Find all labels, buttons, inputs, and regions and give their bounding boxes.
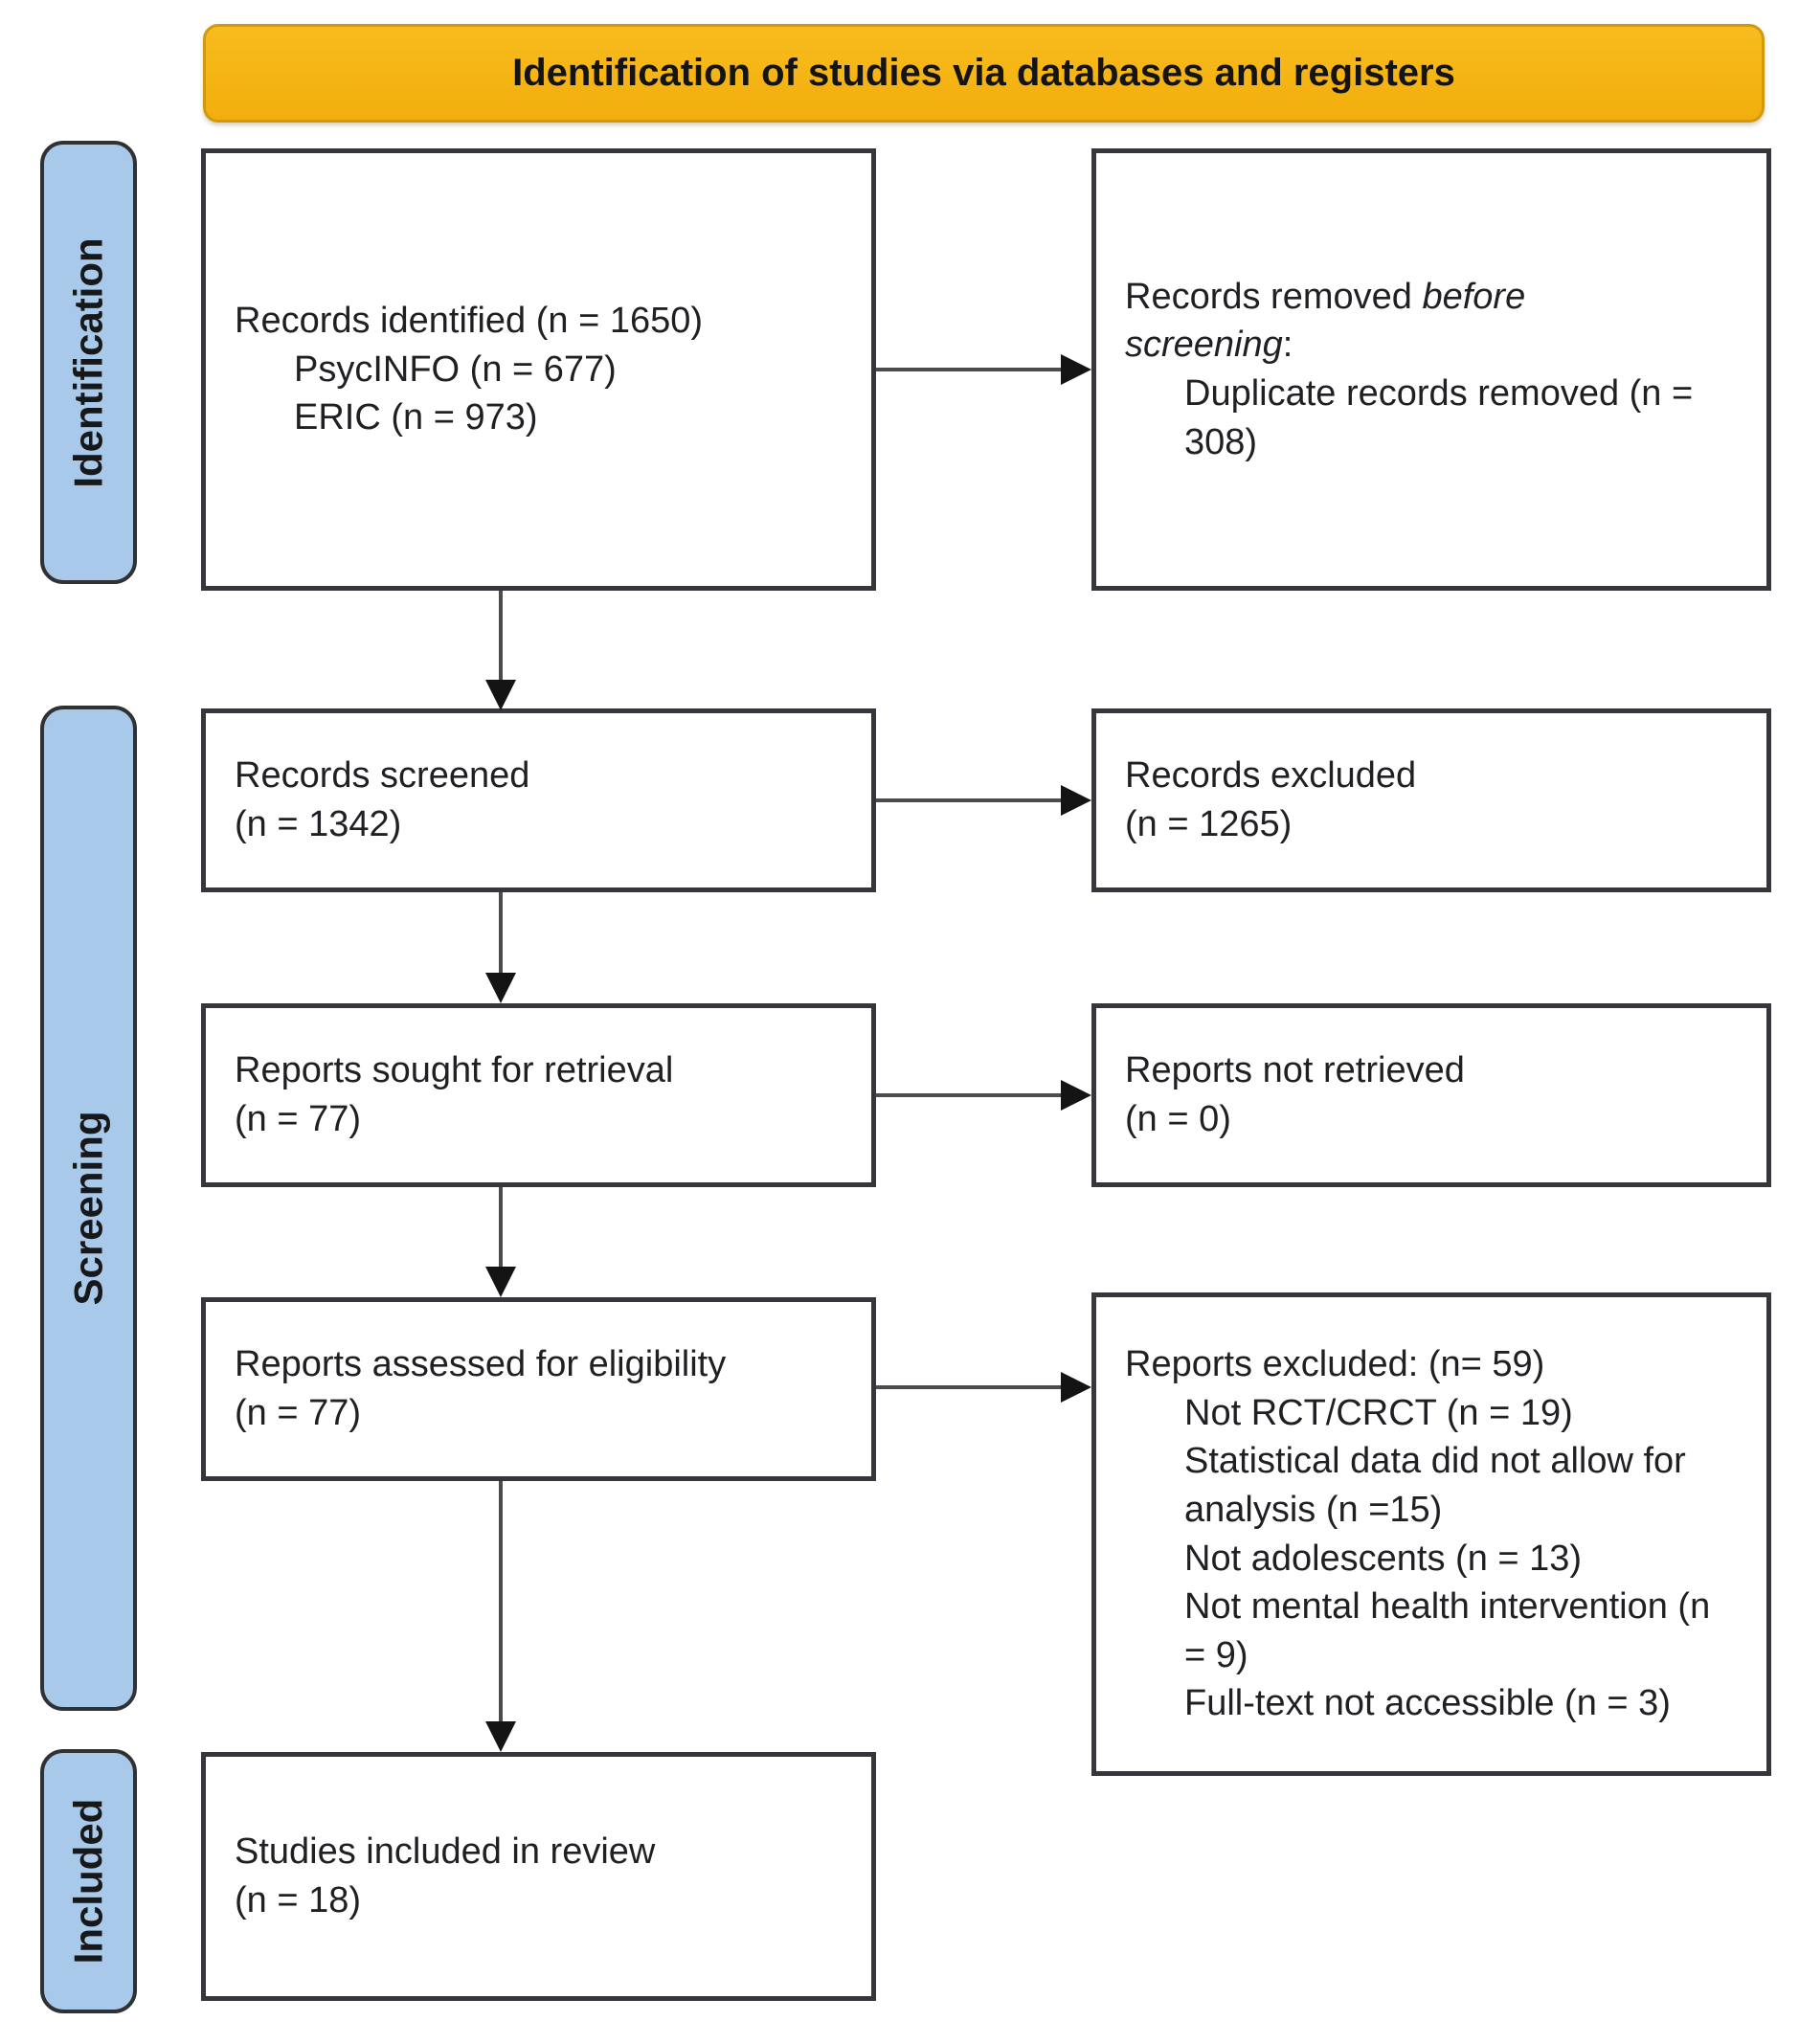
arrow-identified-to-removed (876, 368, 1064, 371)
box-reports-assessed: Reports assessed for eligibility (n = 77… (201, 1297, 876, 1481)
reports-sought-title: Reports sought for retrieval (235, 1050, 674, 1091)
arrow-sought-to-assessed (499, 1187, 503, 1269)
records-excluded-count: (n = 1265) (1125, 804, 1293, 844)
records-removed-title: Records removed before screening: (1125, 276, 1526, 366)
arrowhead-down-icon (485, 1267, 516, 1297)
arrow-screened-to-excluded (876, 798, 1064, 802)
reports-excluded-item: Not RCT/CRCT (n = 19) (1184, 1392, 1573, 1433)
box-studies-included: Studies included in review (n = 18) (201, 1752, 876, 2001)
arrow-sought-to-not-retrieved (876, 1093, 1064, 1097)
box-reports-sought: Reports sought for retrieval (n = 77) (201, 1003, 876, 1187)
stage-tab-included: Included (40, 1749, 137, 2013)
box-records-excluded: Records excluded (n = 1265) (1091, 708, 1771, 892)
records-screened-title: Records screened (235, 755, 530, 797)
arrowhead-right-icon (1061, 785, 1091, 816)
arrow-assessed-to-reports-excluded (876, 1385, 1064, 1389)
reports-not-retrieved-count: (n = 0) (1125, 1099, 1231, 1139)
arrowhead-down-icon (485, 1721, 516, 1752)
box-records-removed: Records removed before screening: Duplic… (1091, 148, 1771, 591)
arrowhead-down-icon (485, 680, 516, 710)
records-excluded-title: Records excluded (1125, 755, 1417, 797)
banner-title: Identification of studies via databases … (512, 52, 1455, 94)
arrow-identified-to-screened (499, 591, 503, 683)
arrow-screened-to-sought (499, 892, 503, 977)
studies-included-count: (n = 18) (235, 1880, 362, 1920)
reports-assessed-title: Reports assessed for eligibility (235, 1344, 727, 1385)
box-reports-not-retrieved: Reports not retrieved (n = 0) (1091, 1003, 1771, 1187)
box-reports-excluded: Reports excluded: (n= 59) Not RCT/CRCT (… (1091, 1292, 1771, 1776)
reports-assessed-count: (n = 77) (235, 1393, 362, 1433)
reports-excluded-item: Statistical data did not allow for analy… (1184, 1441, 1686, 1530)
stage-tab-identification-label: Identification (65, 236, 111, 488)
records-identified-title: Records identified (n = 1650) (235, 301, 704, 342)
reports-excluded-title: Reports excluded: (n= 59) (1125, 1344, 1545, 1385)
stage-tab-screening-label: Screening (65, 1111, 111, 1306)
reports-excluded-item: Not adolescents (n = 13) (1184, 1538, 1583, 1579)
banner: Identification of studies via databases … (203, 24, 1765, 123)
reports-excluded-item: Full-text not accessible (n = 3) (1184, 1683, 1671, 1724)
box-records-identified: Records identified (n = 1650) PsycINFO (… (201, 148, 876, 591)
arrowhead-right-icon (1061, 1372, 1091, 1403)
stage-tab-screening: Screening (40, 706, 137, 1711)
stage-tab-included-label: Included (65, 1798, 111, 1965)
records-identified-item: PsycINFO (n = 677) (294, 348, 617, 390)
reports-not-retrieved-title: Reports not retrieved (1125, 1050, 1465, 1091)
reports-sought-count: (n = 77) (235, 1099, 362, 1139)
records-screened-count: (n = 1342) (235, 804, 402, 844)
records-removed-item: Duplicate records removed (n = 308) (1184, 373, 1694, 462)
arrowhead-down-icon (485, 973, 516, 1003)
arrowhead-right-icon (1061, 1080, 1091, 1111)
studies-included-title: Studies included in review (235, 1831, 656, 1873)
box-records-screened: Records screened (n = 1342) (201, 708, 876, 892)
records-identified-item: ERIC (n = 973) (294, 397, 538, 438)
records-removed-emphasis: before screening (1125, 276, 1526, 366)
stage-tab-identification: Identification (40, 141, 137, 584)
arrowhead-right-icon (1061, 354, 1091, 385)
arrow-assessed-to-included (499, 1481, 503, 1723)
reports-excluded-item: Not mental health intervention (n = 9) (1184, 1586, 1711, 1675)
